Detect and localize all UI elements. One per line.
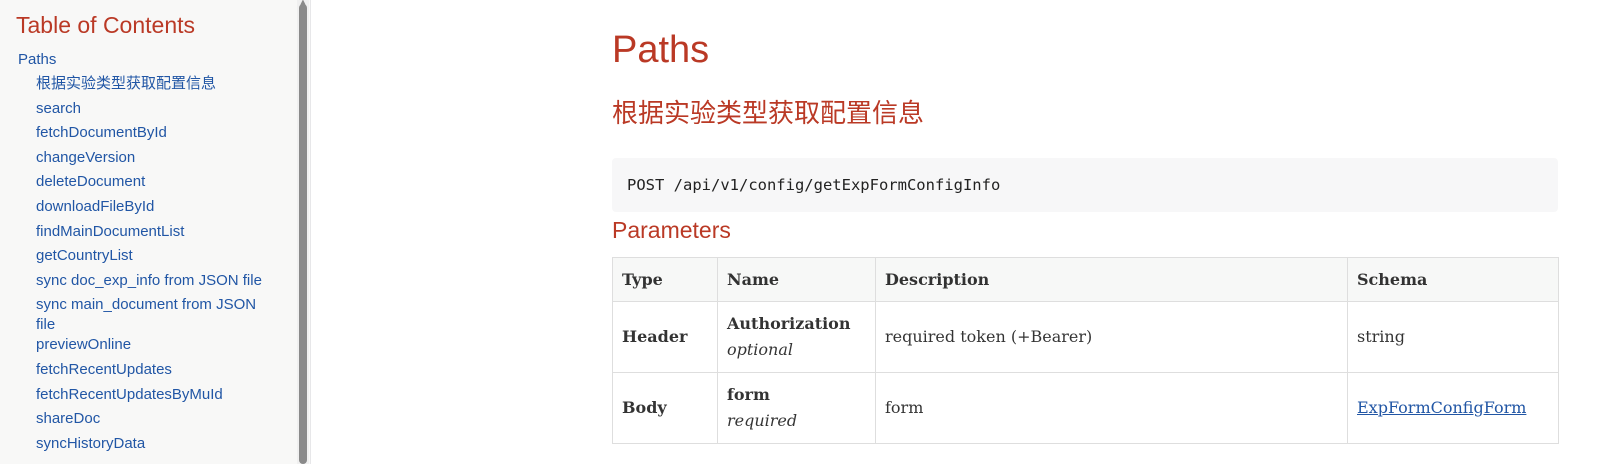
toc-scrollbar[interactable]: ▲ (297, 0, 309, 464)
toc-item: changeVersion (0, 148, 296, 173)
toc-link-fetch-recent-updates-by-muid[interactable]: fetchRecentUpdatesByMuId (36, 385, 223, 403)
column-header-schema: Schema (1347, 257, 1559, 302)
toc-item: sync main_document from JSON file (0, 295, 296, 335)
param-type-cell: Body (612, 372, 718, 444)
toc-item: deleteDocument (0, 172, 296, 197)
toc-link-preview-online[interactable]: previewOnline (36, 336, 132, 354)
toc-link-download-file-by-id[interactable]: downloadFileById (36, 197, 155, 215)
toc-item: search (0, 99, 296, 124)
param-schema-cell: ExpFormConfigForm (1347, 372, 1559, 444)
parameters-table: Type Name Description Schema Header Auth… (612, 257, 1559, 444)
param-required-flag: required (727, 411, 798, 430)
toc-link-paths[interactable]: Paths (18, 51, 57, 68)
toc-sidebar: Table of Contents Paths 根据实验类型获取配置信息 sea… (0, 0, 311, 464)
toc-scrollbar-thumb[interactable] (299, 4, 307, 464)
toc-item-paths: Paths (0, 49, 296, 74)
toc-item: previewOnline (0, 335, 296, 360)
endpoint-title: 根据实验类型获取配置信息 (612, 98, 925, 128)
toc-link-find-main-document-list[interactable]: findMainDocumentList (36, 222, 185, 240)
param-description-cell: required token (+Bearer) (875, 301, 1348, 373)
param-name-cell: form required (717, 372, 876, 444)
table-row: Body form required form ExpFormConfigFor… (612, 372, 1559, 444)
table-row: Header Authorization optional required t… (612, 301, 1559, 373)
toc-item: 根据实验类型获取配置信息 (0, 74, 296, 99)
toc-item: sync doc_exp_info from JSON file (0, 271, 296, 296)
toc-link-sync-doc-exp-info[interactable]: sync doc_exp_info from JSON file (36, 271, 262, 289)
toc-item: getCountryList (0, 246, 296, 271)
toc-link-fetch-document-by-id[interactable]: fetchDocumentById (36, 124, 167, 142)
param-description-cell: form (875, 372, 1348, 444)
schema-link-exp-form-config-form[interactable]: ExpFormConfigForm (1357, 398, 1527, 417)
toc-item: fetchRecentUpdates (0, 360, 296, 385)
toc-link-sync-history-data[interactable]: syncHistoryData (36, 434, 146, 452)
toc-item: fetchDocumentById (0, 123, 296, 148)
param-schema-cell: string (1347, 301, 1559, 373)
section-title-paths: Paths (612, 29, 710, 71)
column-header-description: Description (875, 257, 1348, 302)
table-header-row: Type Name Description Schema (612, 257, 1559, 302)
toc-link-search[interactable]: search (36, 99, 82, 117)
toc-item: findMainDocumentList (0, 222, 296, 247)
request-line-code-block: POST /api/v1/config/getExpFormConfigInfo (612, 157, 1558, 212)
scroll-up-arrow-icon[interactable]: ▲ (300, 0, 306, 6)
column-header-type: Type (612, 257, 718, 302)
toc-item: downloadFileById (0, 197, 296, 222)
toc-item: syncHistoryData (0, 434, 296, 459)
param-name: Authorization (727, 314, 851, 333)
toc-link-get-exp-form-config-info[interactable]: 根据实验类型获取配置信息 (36, 75, 217, 92)
parameters-title: Parameters (612, 217, 731, 243)
toc-title: Table of Contents (16, 12, 196, 38)
toc-link-fetch-recent-updates[interactable]: fetchRecentUpdates (36, 360, 172, 378)
toc-link-share-doc[interactable]: shareDoc (36, 410, 101, 428)
toc-item: fetchRecentUpdatesByMuId (0, 385, 296, 410)
request-line: POST /api/v1/config/getExpFormConfigInfo (627, 175, 1001, 194)
toc-link-sync-main-document[interactable]: sync main_document from JSON file (36, 296, 257, 334)
toc-link-delete-document[interactable]: deleteDocument (36, 173, 146, 191)
toc-link-get-country-list[interactable]: getCountryList (36, 247, 133, 265)
param-type-cell: Header (612, 301, 718, 373)
toc-item: shareDoc (0, 409, 296, 434)
toc-list: Paths 根据实验类型获取配置信息 search fetchDocumentB… (0, 49, 296, 458)
toc-link-change-version[interactable]: changeVersion (36, 148, 136, 166)
param-name-cell: Authorization optional (717, 301, 876, 373)
column-header-name: Name (717, 257, 876, 302)
param-name: form (727, 385, 770, 404)
param-required-flag: optional (727, 340, 794, 359)
